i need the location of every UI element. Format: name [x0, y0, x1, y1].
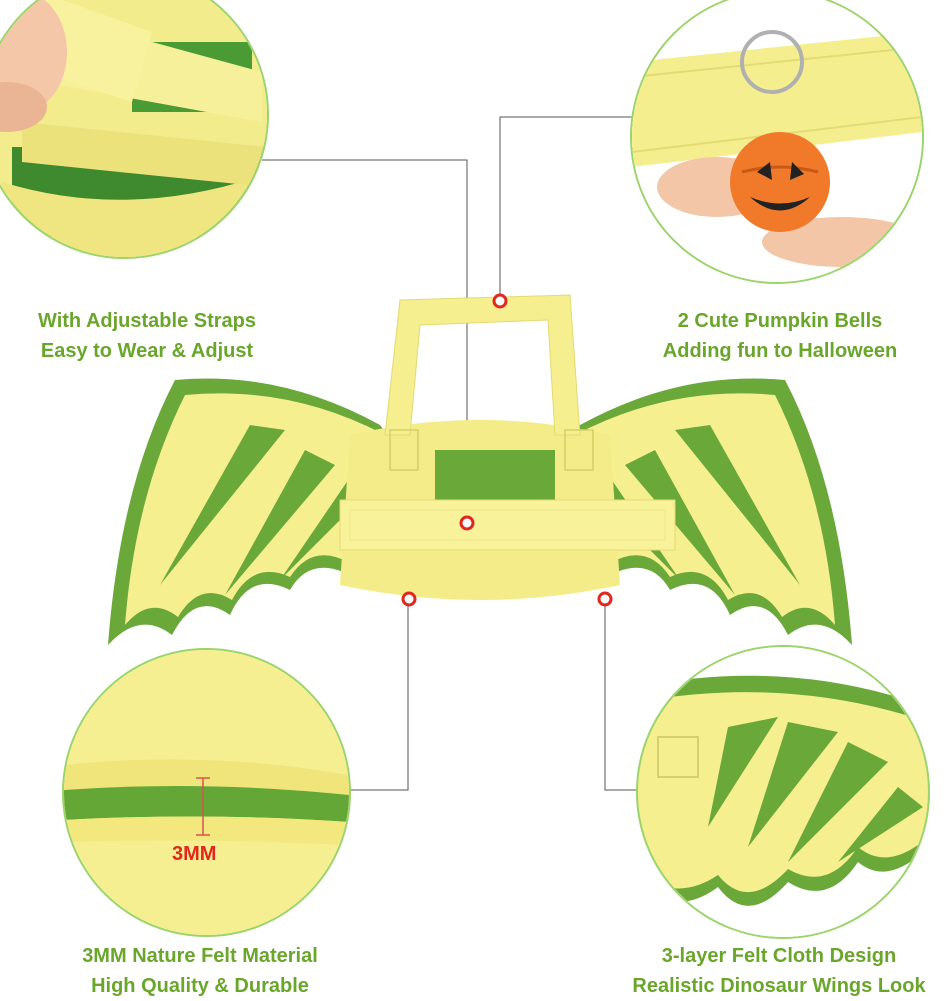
caption-bells-line1: 2 Cute Pumpkin Bells [677, 310, 883, 332]
wing-layers-photo [636, 645, 930, 939]
dinosaur-wings-product [108, 294, 852, 645]
caption-bells: 2 Cute Pumpkin Bells Adding fun to Hallo… [630, 306, 930, 366]
marker-left-wing [401, 591, 417, 607]
pumpkin-bell-photo [630, 0, 924, 284]
caption-straps-line2: Easy to Wear & Adjust [40, 340, 254, 362]
caption-layers: 3-layer Felt Cloth Design Realistic Dino… [614, 941, 944, 1001]
marker-right-wing [597, 591, 613, 607]
caption-layers-line1: 3-layer Felt Cloth Design [661, 945, 897, 967]
caption-felt-line1: 3MM Nature Felt Material [82, 945, 318, 967]
thickness-label: 3MM [172, 843, 217, 865]
caption-layers-line2: Realistic Dinosaur Wings Look [632, 975, 926, 997]
marker-body-strap [459, 515, 475, 531]
caption-straps-line1: With Adjustable Straps [38, 310, 256, 332]
caption-bells-line2: Adding fun to Halloween [662, 340, 898, 362]
caption-felt-line2: High Quality & Durable [91, 975, 309, 997]
caption-straps: With Adjustable Straps Easy to Wear & Ad… [14, 306, 280, 366]
marker-top-strap [492, 293, 508, 309]
caption-felt: 3MM Nature Felt Material High Quality & … [40, 941, 360, 1001]
felt-thickness-photo [62, 648, 351, 937]
